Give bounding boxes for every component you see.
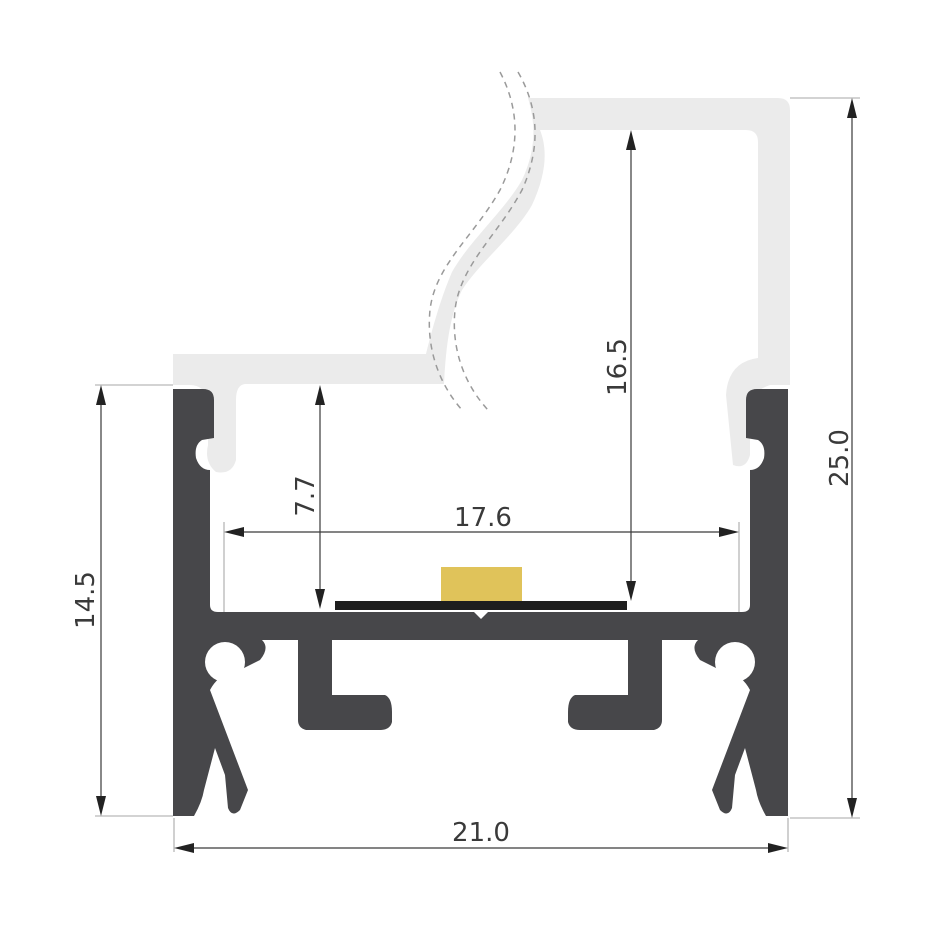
overall-width-label: 21.0 (452, 818, 510, 848)
break-line-right (453, 71, 536, 411)
arrow-left (174, 843, 194, 853)
break-line-left (428, 71, 516, 411)
floor-plate (210, 612, 750, 640)
mounting-slot-left (298, 640, 392, 730)
profile-height-label: 14.5 (71, 571, 101, 629)
arrow-up (847, 98, 857, 118)
dim-profile-height: 14.5 (71, 385, 106, 816)
dim-led-to-top: 16.5 (603, 130, 636, 601)
arrow-right (719, 527, 739, 537)
arrow-left (224, 527, 244, 537)
screw-channel-right (715, 642, 755, 682)
dim-overall-width: 21.0 (174, 818, 788, 853)
diffuser-body (173, 98, 790, 473)
diffuser (173, 71, 790, 473)
led-to-top-label: 16.5 (603, 338, 633, 396)
led-to-rim-label: 7.7 (291, 475, 321, 516)
arrow-down (626, 581, 636, 601)
dim-overall-height: 25.0 (825, 98, 857, 818)
overall-height-label: 25.0 (825, 429, 855, 487)
dim-inner-width: 17.6 (224, 503, 739, 537)
extension-lines (95, 97, 860, 852)
arrow-down (315, 589, 325, 609)
led-chip (441, 567, 522, 601)
arrow-right (768, 843, 788, 853)
arrow-down (96, 796, 106, 816)
dim-led-to-rim: 7.7 (291, 385, 325, 609)
arrow-up (626, 130, 636, 150)
arrow-up (96, 385, 106, 405)
profile-body (173, 389, 788, 816)
screw-channel-left (205, 642, 245, 682)
led-notch (474, 612, 488, 619)
arrow-down (847, 798, 857, 818)
aluminium-profile (173, 389, 788, 816)
inner-width-label: 17.6 (454, 503, 512, 533)
led-strip (335, 567, 627, 619)
mounting-slot-right (568, 640, 662, 730)
arrow-up (315, 385, 325, 405)
led-pcb (335, 601, 627, 610)
